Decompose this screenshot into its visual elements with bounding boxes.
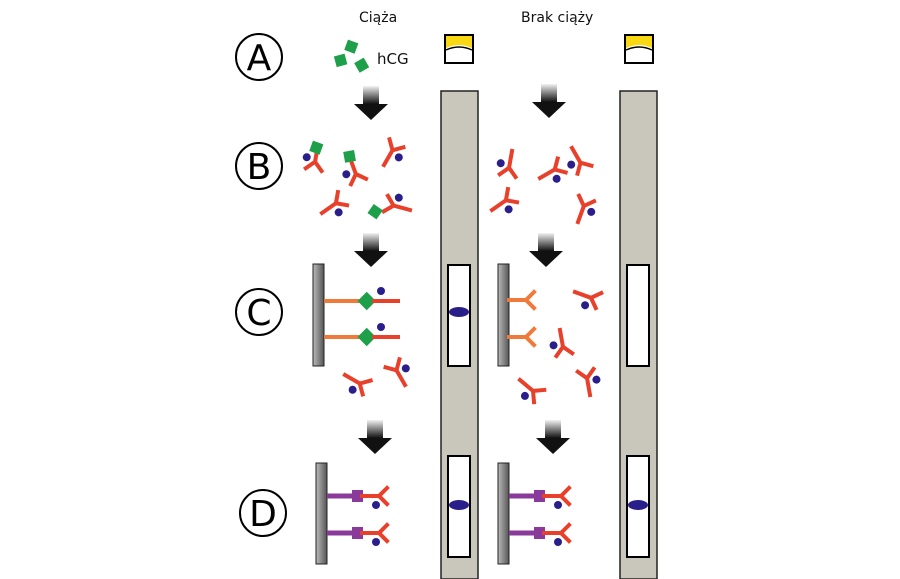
step-c-circle: C (235, 288, 283, 336)
header-pregnant: Ciąża (359, 10, 398, 26)
arrow-icon (354, 233, 388, 267)
step-b-circle: B (235, 142, 283, 190)
step-a-circle: A (235, 33, 283, 81)
step-d-label: D (249, 494, 277, 535)
arrow-icon (358, 420, 392, 454)
test-strip-pregnant (440, 34, 479, 579)
step-d-not-pregnant-control (497, 462, 571, 565)
test-strip-not-pregnant (619, 34, 658, 579)
step-b-label: B (247, 147, 272, 188)
control-band (449, 500, 469, 510)
arrow-icon (536, 420, 570, 454)
arrow-icon (529, 233, 563, 267)
control-band (628, 500, 648, 510)
step-c-pregnant-capture (312, 263, 419, 401)
step-d-pregnant-control (315, 462, 389, 565)
result-band (449, 307, 469, 317)
step-b-pregnant-antibodies (298, 137, 416, 226)
hcg-molecules (333, 39, 370, 73)
step-d-circle: D (239, 489, 287, 537)
arrow-icon (532, 84, 566, 118)
step-c-not-pregnant-capture (497, 263, 605, 409)
header-not-pregnant: Brak ciąży (521, 10, 594, 26)
step-b-free-antibodies (485, 142, 601, 229)
arrow-icon (354, 86, 388, 120)
step-c-label: C (246, 293, 271, 334)
step-a-label: A (247, 38, 272, 79)
hcg-label: hCG (377, 50, 409, 68)
